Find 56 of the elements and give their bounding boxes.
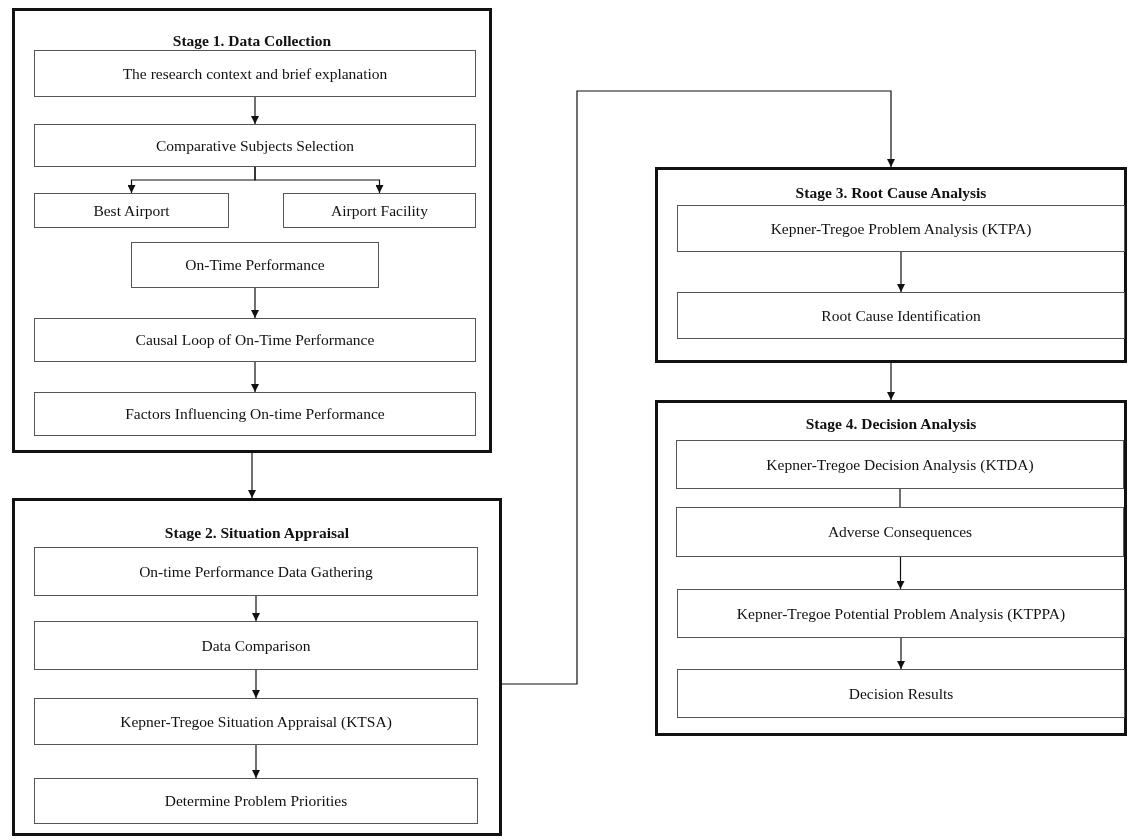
stage-heading: Stage 1. Data Collection — [171, 32, 333, 50]
process-box — [677, 669, 1125, 718]
step-text: Kepner-Tregoe Problem Analysis (KTPA) — [770, 219, 1032, 238]
stage-heading: Stage 4. Decision Analysis — [804, 415, 978, 433]
process-box — [283, 193, 476, 228]
process-box — [34, 318, 476, 362]
process-box — [677, 205, 1125, 252]
arrow — [887, 362, 895, 401]
process-box — [131, 242, 379, 288]
step-text: Comparative Subjects Selection — [156, 136, 354, 155]
connector-line — [899, 488, 901, 508]
process-box — [34, 698, 478, 745]
step-text: On-time Performance Data Gathering — [139, 562, 373, 581]
stage-heading: Stage 2. Situation Appraisal — [163, 524, 351, 542]
step-text: Kepner-Tregoe Decision Analysis (KTDA) — [766, 455, 1034, 474]
step-text: Airport Facility — [331, 201, 428, 220]
process-box — [676, 507, 1124, 557]
step-text: Kepner-Tregoe Situation Appraisal (KTSA) — [120, 712, 392, 731]
stage-frame — [655, 400, 1127, 736]
arrow — [251, 287, 259, 319]
step-text: Decision Results — [848, 684, 954, 703]
arrow — [248, 452, 256, 499]
process-box — [34, 193, 229, 228]
step-text: Factors Influencing On-time Performance — [125, 405, 385, 423]
arrow — [251, 361, 259, 393]
arrow — [896, 556, 905, 590]
arrow — [897, 637, 905, 670]
stage-frame — [655, 167, 1127, 363]
step-text: Kepner-Tregoe Potential Problem Analysis (KTPPA) — [736, 604, 1066, 623]
arrow — [254, 166, 384, 194]
process-box — [34, 547, 478, 596]
step-text: Determine Problem Priorities — [164, 792, 348, 810]
step-text: Adverse Consequences — [827, 523, 973, 541]
stage-heading: Stage 3. Root Cause Analysis — [794, 184, 988, 202]
arrow — [501, 90, 895, 685]
arrow — [252, 595, 260, 622]
arrow — [252, 669, 260, 699]
process-box — [34, 124, 476, 167]
process-box — [34, 392, 476, 436]
step-text: Best Airport — [93, 201, 170, 220]
step-text: Root Cause Identification — [821, 306, 981, 325]
step-text: Data Comparison — [201, 636, 311, 655]
arrow — [251, 96, 259, 125]
process-box — [34, 50, 476, 97]
stage-frame — [12, 498, 502, 836]
process-box — [677, 292, 1125, 339]
process-box — [34, 621, 478, 670]
step-text: Causal Loop of On-Time Performance — [135, 331, 375, 349]
step-text: On-Time Performance — [185, 256, 325, 274]
arrow — [897, 251, 905, 293]
stage-frame — [12, 8, 492, 453]
process-box — [34, 778, 478, 824]
step-text: The research context and brief explanation — [122, 64, 388, 83]
process-box — [677, 589, 1125, 638]
process-box — [676, 440, 1124, 489]
arrow — [252, 744, 260, 779]
